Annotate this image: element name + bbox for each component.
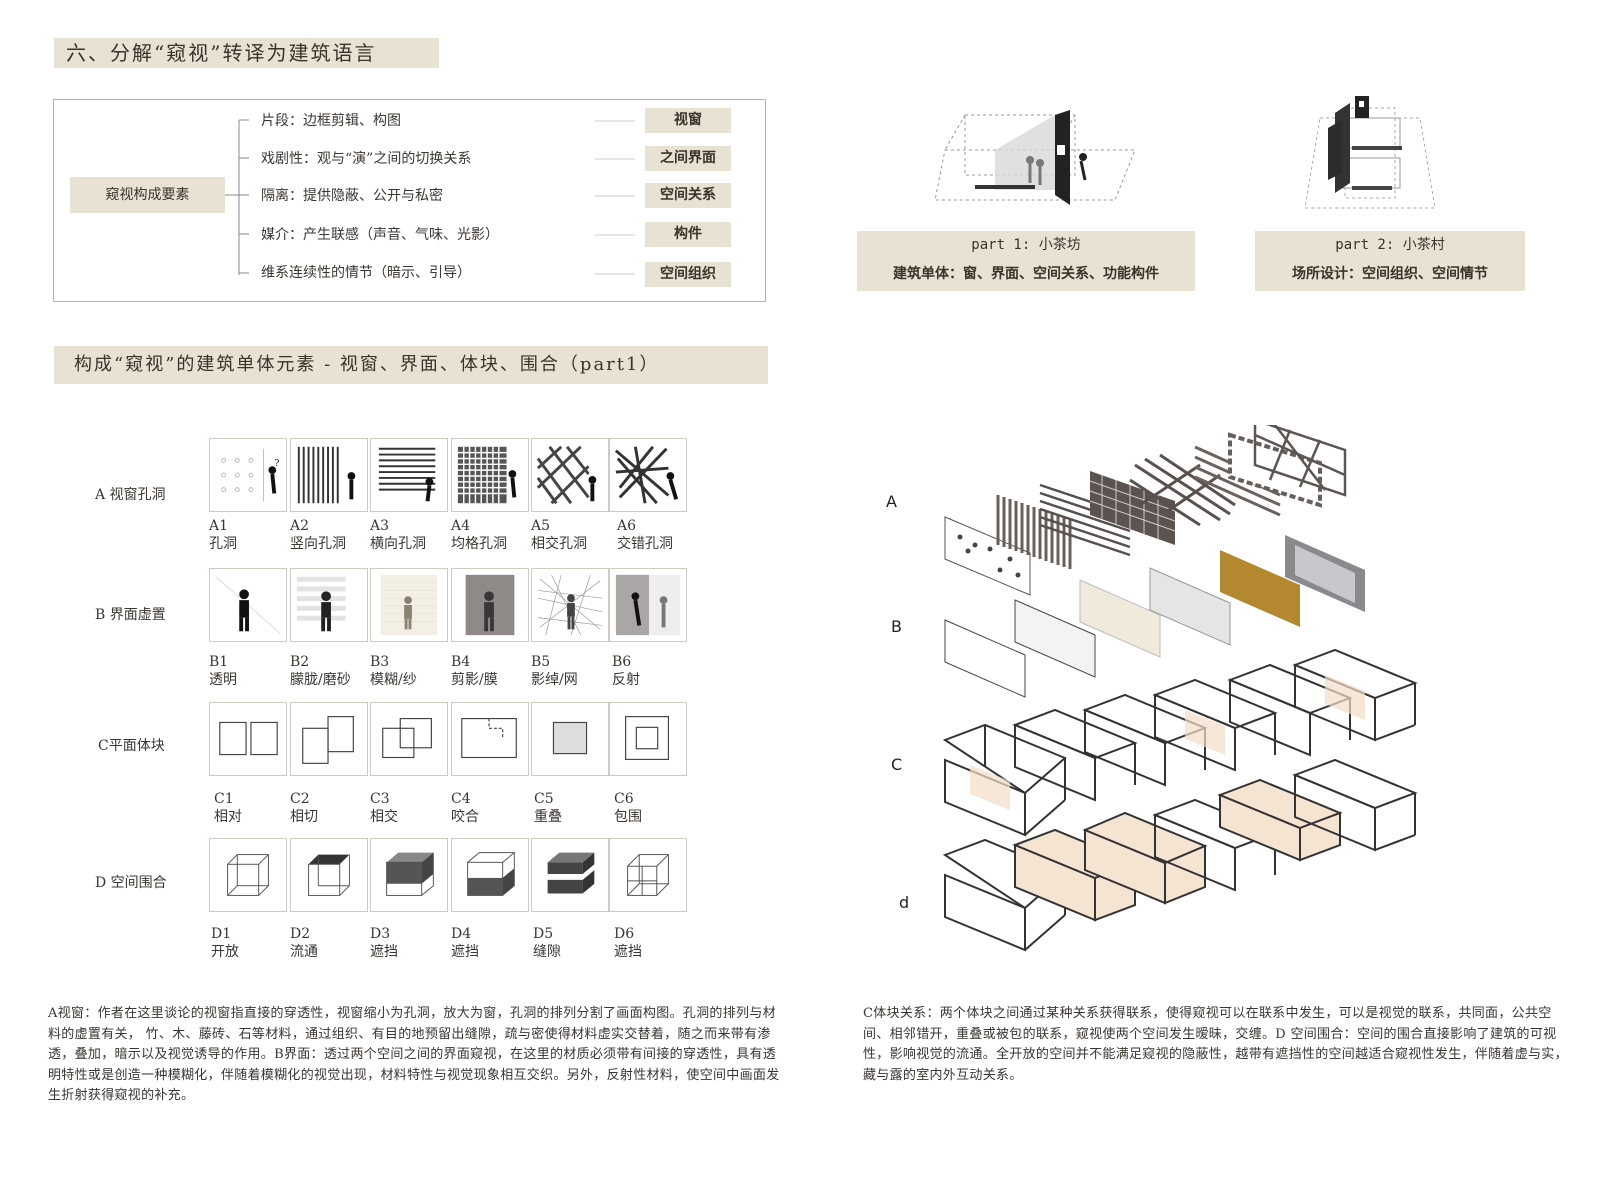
cell-a1: ? bbox=[209, 438, 287, 512]
cell-a6 bbox=[609, 438, 687, 512]
row-label-d: D 空间围合 bbox=[95, 875, 167, 891]
page-heading: 六、分解“窥视”转译为建筑语言 bbox=[54, 38, 439, 68]
part1-title: part 1: 小茶坊 bbox=[971, 237, 1081, 253]
tag-component: 构件 bbox=[645, 222, 731, 247]
cell-c3 bbox=[370, 702, 448, 776]
tree-item-1: 片段：边框剪辑、构图 bbox=[261, 113, 401, 129]
tree-root-label: 窥视构成要素 bbox=[70, 177, 225, 213]
row-c-tints bbox=[970, 675, 1365, 810]
cell-c1 bbox=[209, 702, 287, 776]
row-label-c: C平面体块 bbox=[98, 738, 165, 754]
cell-a3 bbox=[370, 438, 448, 512]
row-d-closure bbox=[942, 758, 1418, 952]
cell-d6 bbox=[609, 838, 687, 912]
cell-b3 bbox=[370, 568, 448, 642]
cell-a2 bbox=[290, 438, 368, 512]
row-b-planes bbox=[944, 535, 1365, 698]
exploded-label-c: C bbox=[891, 755, 903, 774]
row-label-a: A 视窗孔洞 bbox=[95, 487, 166, 503]
cell-b2 bbox=[290, 568, 368, 642]
cell-b6 bbox=[609, 568, 687, 642]
cell-d4 bbox=[451, 838, 529, 912]
tag-interface: 之间界面 bbox=[645, 146, 731, 171]
tag-spatial-relation: 空间关系 bbox=[645, 183, 731, 208]
cell-d3 bbox=[370, 838, 448, 912]
tree-item-3: 隔离：提供隐蔽、公开与私密 bbox=[261, 188, 443, 204]
cell-d5 bbox=[531, 838, 609, 912]
description-right: C体块关系：两个体块之间通过某种关系获得联系，使得窥视可以在联系中发生，可以是视… bbox=[863, 1006, 1568, 1083]
exploded-label-b: B bbox=[891, 617, 902, 636]
cell-b5 bbox=[531, 568, 609, 642]
tag-window: 视窗 bbox=[645, 108, 731, 133]
cell-c4 bbox=[451, 702, 529, 776]
tag-spatial-organization: 空间组织 bbox=[645, 262, 731, 287]
part2-subtitle: 场所设计：空间组织、空间情节 bbox=[1292, 266, 1488, 282]
cell-b1 bbox=[209, 568, 287, 642]
part2-caption: part 2: 小茶村 场所设计：空间组织、空间情节 bbox=[1255, 231, 1525, 291]
cell-a5 bbox=[531, 438, 609, 512]
svg-text:?: ? bbox=[274, 458, 279, 469]
part1-illustration bbox=[935, 110, 1136, 205]
cell-a4 bbox=[451, 438, 529, 512]
row-label-b: B 界面虚置 bbox=[95, 607, 166, 623]
element-tree-frame bbox=[53, 99, 766, 302]
cell-c6 bbox=[609, 702, 687, 776]
cell-b4 bbox=[451, 568, 529, 642]
exploded-label-d: d bbox=[899, 893, 910, 912]
part2-illustration bbox=[1304, 96, 1436, 209]
exploded-axonometric-diagram bbox=[942, 425, 1418, 952]
tree-item-4: 媒介：产生联感（声音、气味、光影） bbox=[261, 227, 499, 243]
tree-item-2: 戏剧性：观与“演”之间的切换关系 bbox=[261, 151, 472, 167]
section-title: 构成“窥视”的建筑单体元素 - 视窗、界面、体块、围合（part1） bbox=[54, 346, 768, 384]
cell-d2 bbox=[290, 838, 368, 912]
part1-caption: part 1: 小茶坊 建筑单体：窗、界面、空间关系、功能构件 bbox=[857, 231, 1195, 291]
cell-c5 bbox=[531, 702, 609, 776]
tree-item-5: 维系连续性的情节（暗示、引导） bbox=[261, 265, 471, 281]
part1-subtitle: 建筑单体：窗、界面、空间关系、功能构件 bbox=[893, 266, 1159, 282]
tree-connectors bbox=[225, 119, 635, 275]
cell-c2 bbox=[290, 702, 368, 776]
cell-d1 bbox=[209, 838, 287, 912]
exploded-label-a: A bbox=[886, 492, 897, 511]
part2-title: part 2: 小茶村 bbox=[1335, 237, 1445, 253]
row-a-screens bbox=[944, 425, 1347, 596]
description-left: A视窗：作者在这里谈论的视窗指直接的穿透性，视窗缩小为孔洞，放大为窗，孔洞的排列… bbox=[48, 1006, 780, 1103]
